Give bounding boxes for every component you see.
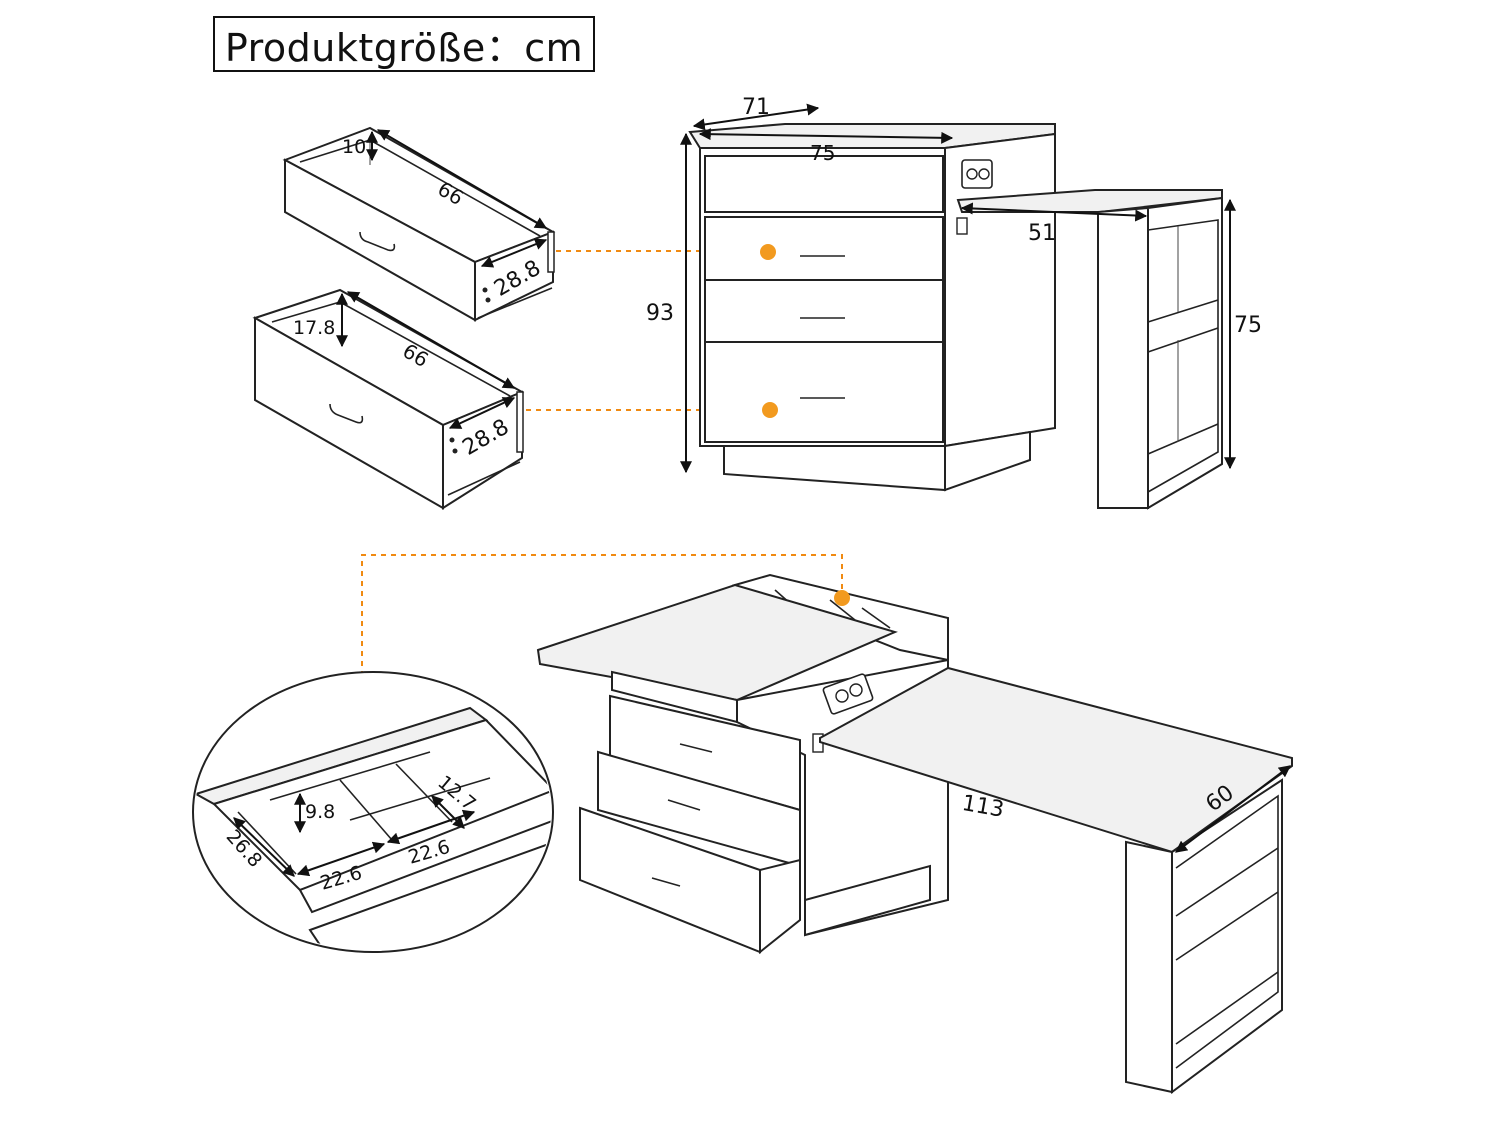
drawer-front-3 — [704, 341, 944, 443]
dim-arrow-drawer-top-length — [376, 129, 548, 229]
dim-arrow-drawer-top-width — [480, 238, 548, 268]
dim-label-cabinet-height: 93 — [646, 301, 674, 326]
dim-arrow-drawer-bottom-width — [448, 397, 516, 429]
drawer-handle-icon — [679, 743, 713, 753]
dim-label-extension-width: 51 — [1028, 221, 1056, 246]
tray-detail-inset — [192, 671, 554, 953]
dim-arrow-tray-depth — [233, 817, 295, 877]
drawer-front-1 — [704, 216, 944, 288]
title-box: Produktgröße：cm — [213, 16, 595, 72]
callout-dot-tray — [834, 590, 850, 606]
drawer-front-2 — [704, 279, 944, 343]
callout-line-tray — [361, 554, 843, 676]
drawer-handle-icon — [329, 403, 364, 424]
drawer-handle-icon — [359, 231, 396, 252]
dim-arrow-tray-width-a — [296, 841, 386, 877]
callout-dot-drawer-1 — [760, 244, 776, 260]
dim-label-extension-height: 75 — [1234, 313, 1262, 338]
cabinet — [688, 123, 1056, 492]
dim-arrow-tray-width-b — [386, 809, 476, 845]
callout-dot-drawer-3 — [762, 402, 778, 418]
dim-label-drawer-bottom-height: 17.8 — [293, 317, 335, 339]
dim-arrow-desk-depth — [1175, 765, 1291, 853]
dim-arrow-cabinet-depth — [692, 103, 820, 131]
dim-label-tray-height: 9.8 — [305, 801, 335, 823]
dim-label-cabinet-width: 75 — [810, 141, 835, 165]
drawer-handle-icon — [667, 799, 701, 811]
dim-arrow-drawer-bottom-length — [346, 291, 516, 389]
title-text: Produktgröße：cm — [224, 25, 584, 70]
dim-label-drawer-top-height: 10 — [342, 136, 366, 158]
extension-desk — [956, 189, 1223, 510]
drawer-handle-icon — [651, 877, 681, 887]
open-desk — [536, 573, 1293, 1094]
dim-label-cabinet-depth: 71 — [742, 95, 770, 120]
dim-arrow-cabinet-width — [698, 128, 954, 144]
dim-arrow-extension-width — [960, 202, 1148, 222]
